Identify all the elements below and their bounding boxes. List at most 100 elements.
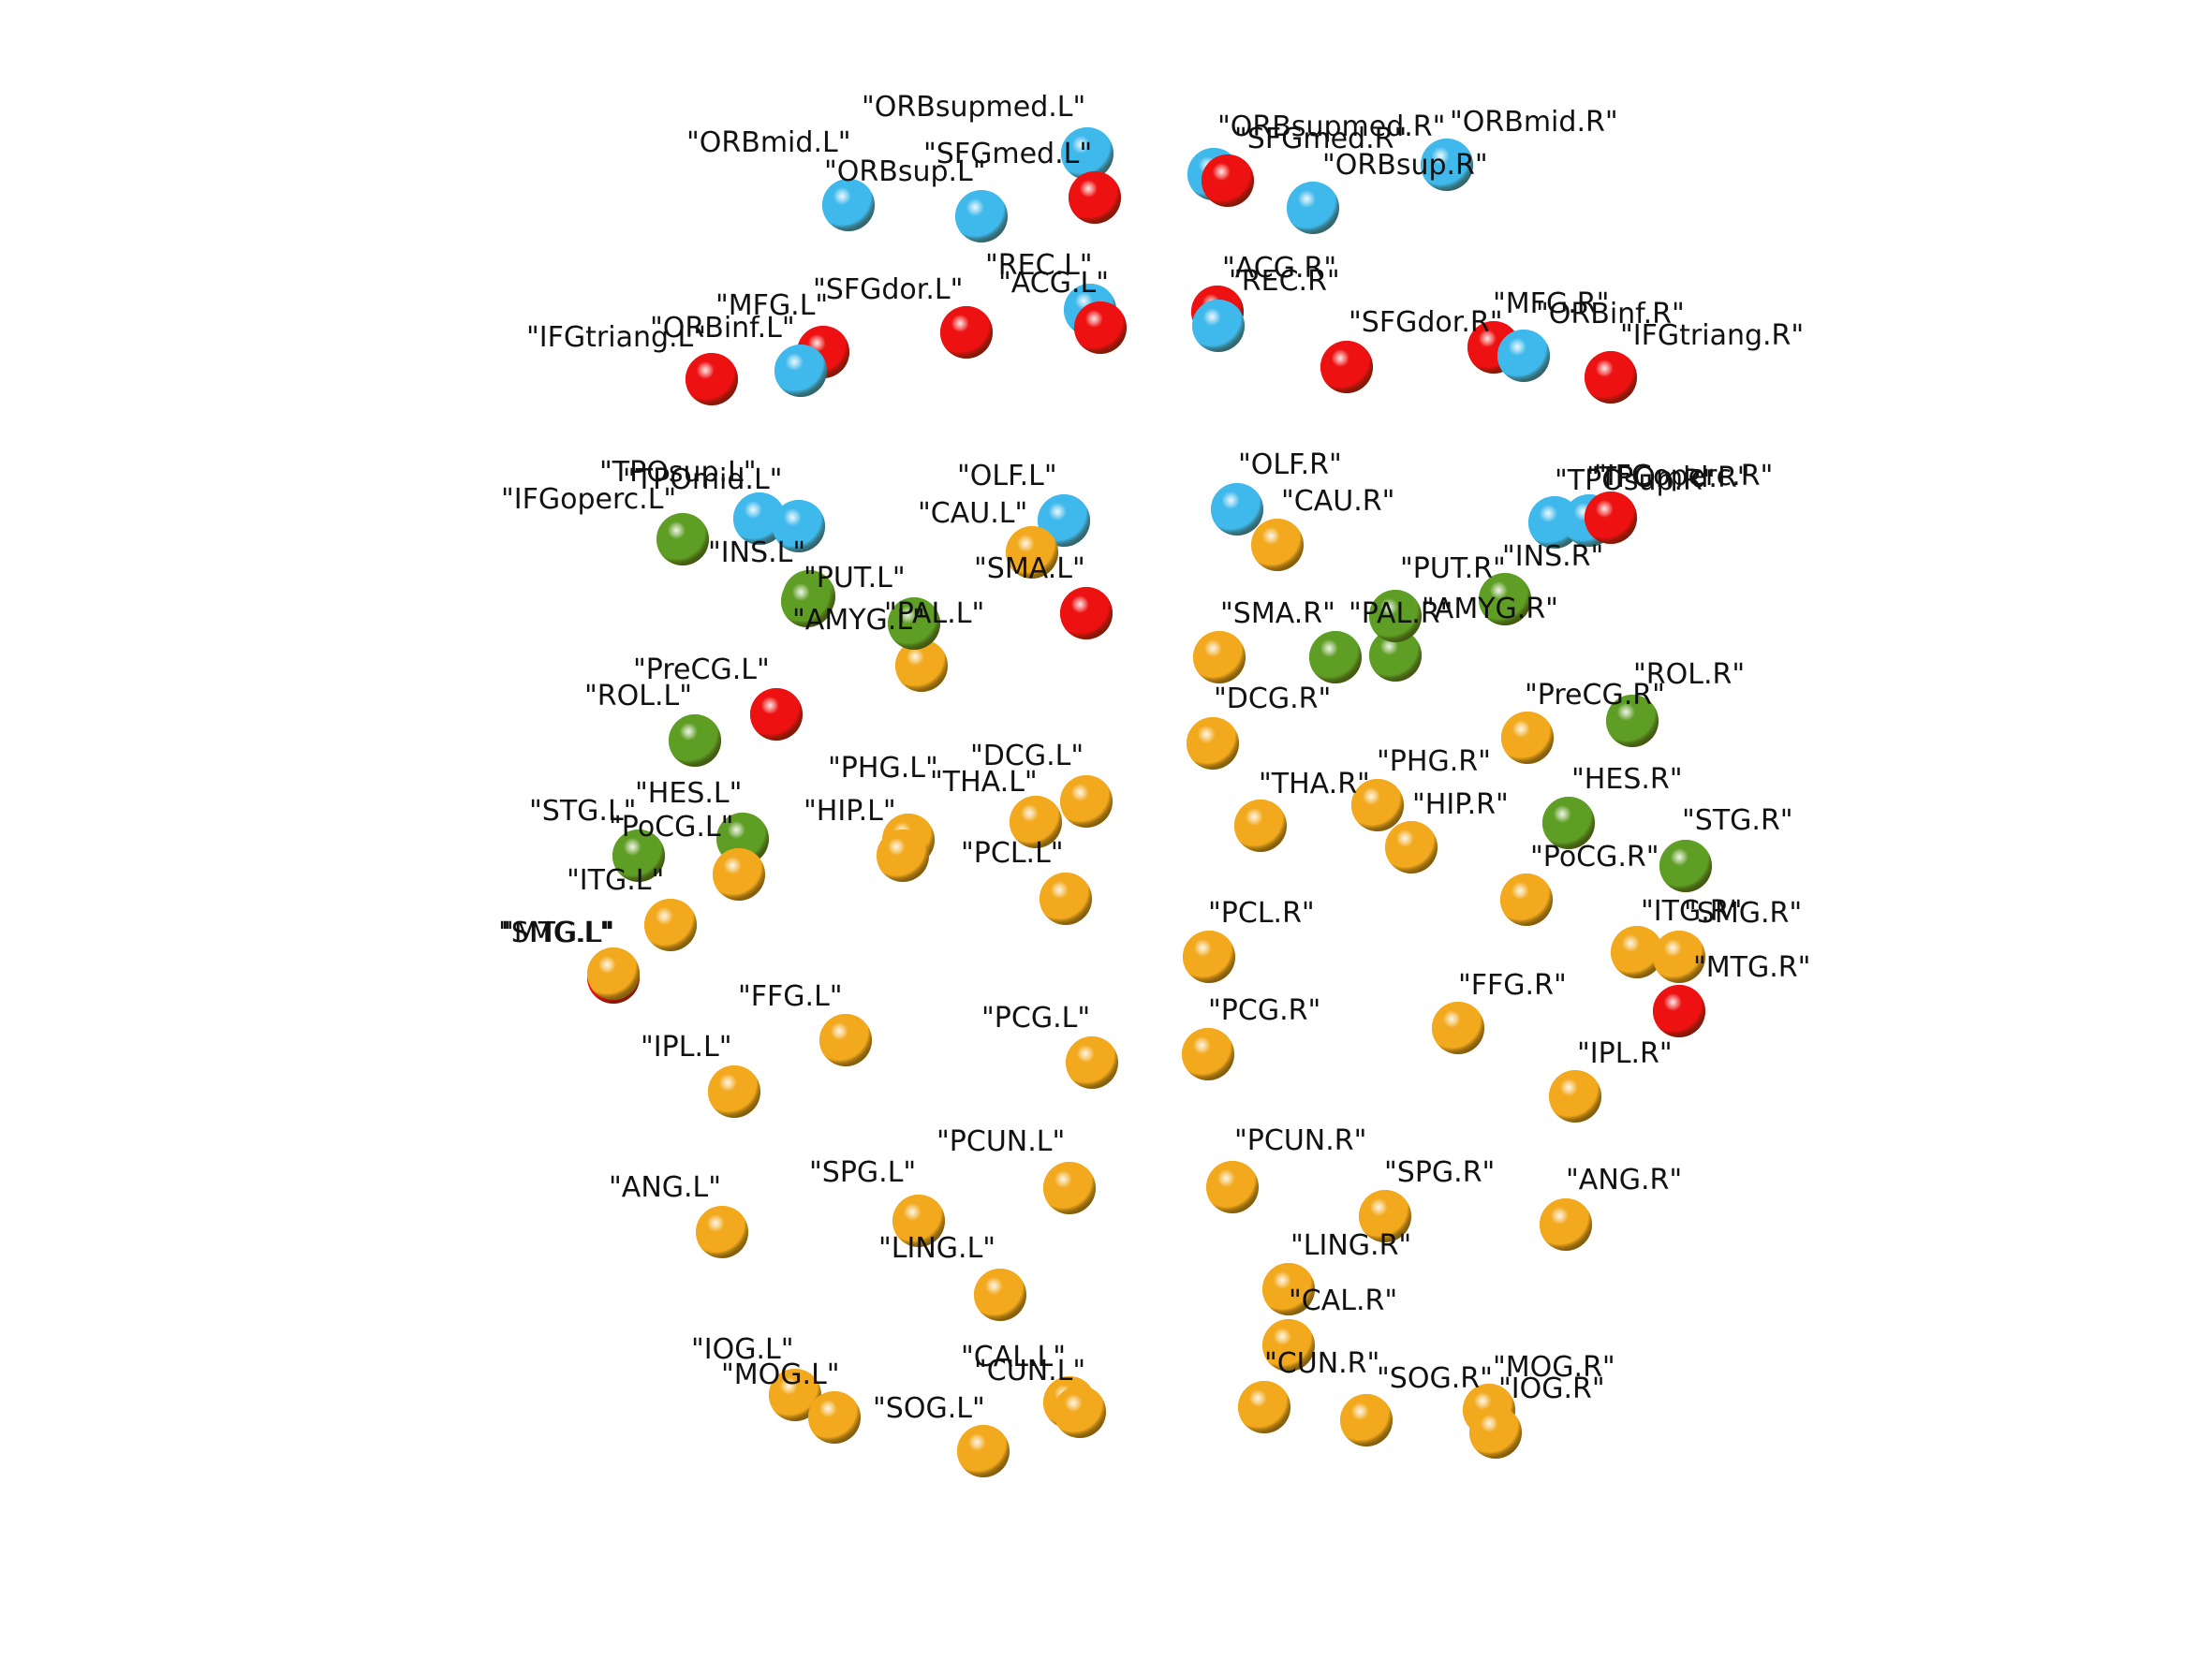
node-shading-sma-r [1193,631,1246,683]
node-label-orbsup-l: "ORBsup.L" [824,155,986,188]
node-label-tha-l: "THA.L" [930,766,1038,799]
node-shading-ipl-l [708,1065,760,1118]
node-shading-cau-l [1006,526,1058,579]
node-label-mfg-l: "MFG.L" [715,289,828,322]
node-shading-sfgmed-l [1069,171,1121,224]
node-shading-mog-l [808,1391,861,1444]
node-label-tposup-l: "TPOsup.L" [599,456,757,489]
node-shading-pal-l [888,597,940,650]
node-label-phg-r: "PHG.R" [1377,745,1491,778]
node-label-tposup-r: "TPOsup.R" [1555,464,1716,497]
node-label-cal-l: "CAL.L" [961,1341,1066,1373]
node-label-ling-l: "LING.L" [878,1232,995,1265]
node-shading-rol-r [1606,695,1659,747]
node-shading-ifgtriang-r [1585,351,1637,404]
node-label-acg-l: "ACG.L" [998,267,1109,300]
node-label-pcun-r: "PCUN.R" [1234,1124,1366,1157]
node-shading-mtg-r [1653,985,1705,1037]
node-label-amyg-r: "AMYG.R" [1422,593,1558,625]
node-shading-hip-r [1385,821,1438,874]
node-label-ffg-l: "FFG.L" [738,980,843,1013]
node-label-tpomid-r: "TPOmid.R" [1586,462,1750,494]
node-shading-stg-r [1659,840,1712,892]
node-label-cal-r: "CAL.R" [1289,1285,1397,1317]
node-shading-mtg-l [587,947,640,1000]
node-label-olf-r: "OLF.R" [1238,448,1342,481]
node-shading-tposup-l [733,492,786,545]
node-shading-pcg-l [1066,1036,1118,1089]
node-label-ifgtriang-l: "IFGtriang.L" [526,321,706,354]
node-label-mfg-r: "MFG.R" [1493,287,1609,320]
node-label-put-l: "PUT.L" [804,562,906,595]
node-shading-sog-l [957,1425,1010,1477]
node-shading-put-l [781,575,833,627]
node-label-mtg-l: "MTG.L" [501,917,614,949]
node-shading-smg-r [1653,931,1705,983]
node-shading-tpomid-l [773,500,825,552]
node-label-pcl-l: "PCL.L" [961,837,1064,870]
node-shading-cau-r [1251,519,1304,571]
node-label-smg-r: "SMG.R" [1684,897,1802,930]
node-label-ang-r: "ANG.R" [1566,1164,1682,1197]
node-label-ins-r: "INS.R" [1502,540,1603,573]
node-shading-ifgoperc-r [1585,492,1637,544]
node-shading-orbinf-l [774,345,827,397]
node-label-dcg-r: "DCG.R" [1214,683,1331,715]
node-label-sfgmed-r: "SFGmed.R" [1234,123,1407,155]
node-label-pocg-r: "PoCG.R" [1530,841,1659,874]
node-shading-orbmid-r [1421,139,1473,191]
node-label-mtg-r: "MTG.R" [1693,951,1810,984]
node-label-hes-l: "HES.L" [635,777,742,810]
node-shading-orbmid-l [822,179,875,231]
node-label-rol-l: "ROL.L" [584,680,692,712]
node-label-orbmid-l: "ORBmid.L" [686,126,851,159]
node-shading-spg-l [892,1195,945,1247]
node-shading-ipl-r [1549,1070,1601,1123]
node-shading-amyg-l [895,639,948,692]
node-label-cau-l: "CAU.L" [918,497,1027,530]
node-shading-ffg-l [819,1014,872,1066]
node-shading-ifgtriang-l [686,353,738,405]
node-label-pcg-l: "PCG.L" [981,1002,1090,1035]
node-shading-ifgoperc-l [656,513,709,565]
node-label-ifgoperc-l: "IFGoperc.L" [501,483,676,516]
node-shading-ang-r [1540,1198,1592,1251]
node-label-cun-r: "CUN.R" [1264,1347,1379,1380]
node-label-mog-r: "MOG.R" [1493,1351,1615,1384]
node-shading-acg-l [1074,301,1127,354]
node-label-sog-r: "SOG.R" [1377,1362,1493,1395]
node-shading-stg-l [612,830,665,882]
node-label-iog-r: "IOG.R" [1498,1373,1605,1405]
node-label-pal-r: "PAL.R" [1349,597,1453,630]
node-shading-rec-r [1192,300,1245,352]
node-shading-sfgdor-r [1320,341,1373,393]
node-label-cun-l: "CUN.L" [974,1355,1085,1387]
node-shading-ling-l [974,1269,1026,1321]
node-shading-precg-r [1501,712,1554,764]
node-shading-orbsup-r [1287,182,1339,234]
node-label-spg-l: "SPG.L" [809,1156,916,1189]
node-label-sfgdor-l: "SFGdor.L" [813,273,963,306]
node-shading-iog-l [769,1369,821,1421]
node-label-ipl-r: "IPL.R" [1577,1037,1673,1070]
node-label-ling-r: "LING.R" [1290,1229,1411,1262]
node-shading-put-r [1369,629,1422,682]
node-shading-itg-r [1611,926,1663,978]
node-label-itg-l: "ITG.L" [567,864,664,897]
node-label-spg-r: "SPG.R" [1384,1156,1495,1189]
node-label-hip-r: "HIP.R" [1412,788,1509,821]
node-label-olf-l: "OLF.L" [957,460,1057,492]
node-label-cau-r: "CAU.R" [1281,485,1394,518]
node-label-ins-l: "INS.L" [708,536,805,569]
node-label-amyg-l: "AMYG.L" [792,604,925,637]
node-label-precg-r: "PreCG.R" [1525,679,1665,712]
node-shading-pcg-r [1182,1028,1234,1080]
node-shading-ffg-r [1432,1002,1484,1054]
node-label-dcg-l: "DCG.L" [970,740,1084,772]
node-shading-dcg-l [1060,775,1113,828]
node-shading-iog-r [1469,1406,1522,1459]
node-label-stg-r: "STG.R" [1682,804,1793,837]
node-shading-phg-r [1351,779,1404,831]
